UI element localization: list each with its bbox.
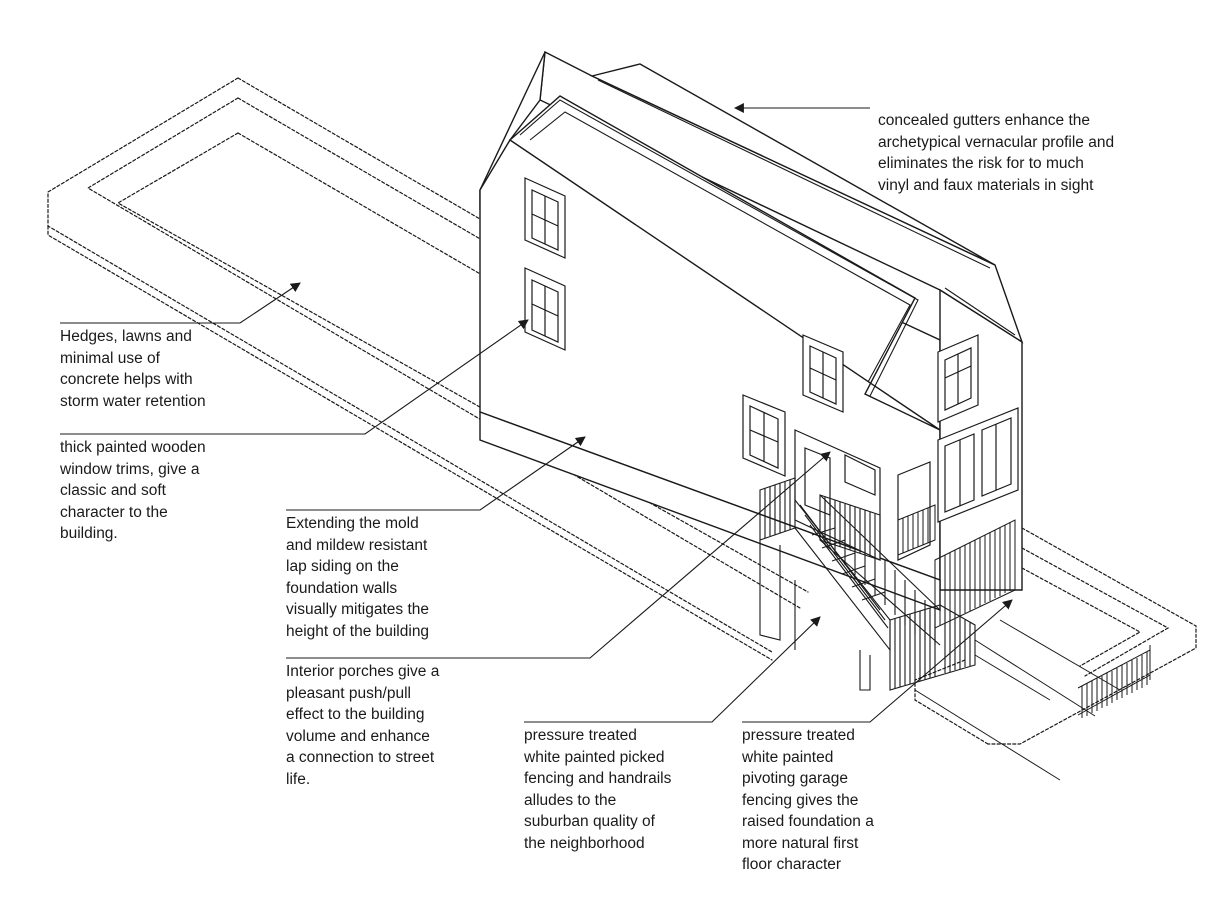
annotation-window-trims: thick painted wooden window trims, give … (60, 439, 206, 542)
side-windows (524, 177, 844, 477)
annotation-garage-fencing: pressure treated white painted pivoting … (742, 727, 874, 873)
leader-hedges (60, 282, 301, 324)
annotation-interior-porches: Interior porches give a pleasant push/pu… (286, 663, 440, 788)
leader-garage (742, 599, 1013, 723)
annotation-hedges: Hedges, lawns and minimal use of concret… (60, 328, 206, 410)
leader-lines (60, 103, 1013, 723)
leader-porches (286, 451, 831, 659)
stair-handrails (759, 477, 976, 691)
annotation-gutters: concealed gutters enhance the archetypic… (878, 112, 1115, 194)
leader-trims (60, 319, 529, 435)
annotation-picket-fencing: pressure treated white painted picked fe… (524, 727, 672, 852)
ground-lines (914, 619, 1121, 781)
annotation-lap-siding: Extending the mold and mildew resistant … (286, 515, 430, 640)
picket-fence (1077, 645, 1151, 718)
leader-fencing (524, 616, 821, 723)
front-windows (937, 334, 1019, 523)
leader-siding (286, 436, 586, 511)
roof-details (519, 79, 1016, 397)
